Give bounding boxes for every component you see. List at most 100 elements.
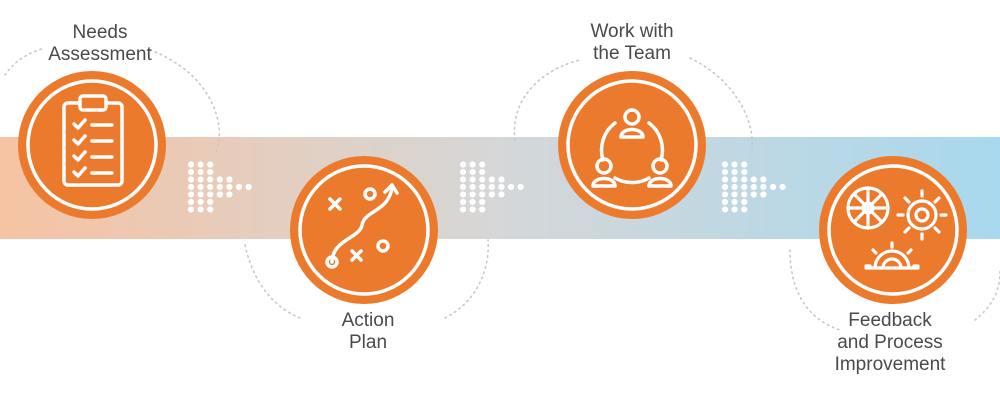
arrow-dot (731, 183, 738, 191)
arrow-dot (741, 198, 748, 206)
arrow-dot (197, 168, 204, 176)
step-circle-action-plan (290, 156, 438, 304)
team-cycle-icon (591, 108, 673, 188)
arrow-dot (721, 191, 729, 198)
arrow-dot (721, 198, 729, 206)
step-label-line: the Team (593, 43, 671, 64)
arrow-dot (721, 176, 729, 183)
dotted-arc-1 (149, 49, 220, 156)
arrow-dot (488, 176, 495, 183)
arrow-dot (207, 161, 214, 168)
arrow-dot (207, 183, 214, 191)
gears-process-icon (846, 186, 948, 270)
arrow-dot (741, 176, 748, 183)
arrow-dot (245, 183, 252, 191)
arrow-dot (216, 176, 223, 183)
step-label-line: Improvement (834, 354, 946, 375)
arrow-dot (459, 168, 467, 176)
dot-arrows (187, 161, 786, 213)
arrow-dot (197, 183, 204, 191)
arrow-dot (731, 176, 738, 183)
arrow-dot (187, 198, 195, 206)
arrow-dot (235, 183, 243, 191)
arrow-dot (760, 183, 767, 191)
arrow-dot (741, 183, 748, 191)
arrow-dot (187, 206, 195, 213)
arrow-dot (207, 206, 214, 213)
arrow-dot (187, 168, 195, 176)
step-label-line: Feedback (848, 310, 932, 331)
step-label-action-plan: Action Plan (288, 310, 448, 354)
step-circle-needs-assessment (18, 71, 166, 219)
arrow-dot (197, 161, 204, 168)
arrow-dot (760, 191, 767, 198)
arrow-dot (479, 176, 486, 183)
arrow-dot (207, 198, 214, 206)
arrow-dot (721, 206, 729, 213)
arrow-dot (459, 191, 467, 198)
dotted-arc-2 (244, 244, 301, 319)
step-label-work-with-team: Work with the Team (552, 21, 712, 65)
arrow-dot (459, 183, 467, 191)
dotted-arc-3b (689, 57, 754, 151)
arrow-dot (207, 168, 214, 176)
arrow-dot (197, 198, 204, 206)
arrow-dot (187, 191, 195, 198)
step-label-line: Plan (348, 332, 388, 353)
clipboard-checklist-icon (62, 94, 124, 187)
step-circle-work-with-team (558, 71, 706, 219)
arrow-dot (498, 183, 505, 191)
arrow-dot (741, 191, 748, 198)
dotted-arcs (4, 47, 1000, 331)
arrow-dot (731, 206, 738, 213)
arrow-dot (459, 161, 467, 168)
arrow-dot (498, 191, 505, 198)
arrow-dot (721, 161, 729, 168)
arrow-dot (731, 168, 738, 176)
dotted-arc-1b (4, 47, 46, 76)
arrow-dot (216, 191, 223, 198)
arrow-dot (216, 183, 223, 191)
arrow-dot (459, 206, 467, 213)
arrow-dot (741, 161, 748, 168)
arrow-dot (469, 198, 476, 206)
step-label-line: and Process (837, 332, 943, 353)
arrow-dot (226, 176, 233, 183)
arrow-dot (731, 198, 738, 206)
arrow-dot (479, 161, 486, 168)
arrow-dot (769, 183, 777, 191)
arrow-dot (469, 161, 476, 168)
arrow-dot (187, 183, 195, 191)
arrow-dot (741, 168, 748, 176)
arrow-dot (226, 183, 233, 191)
arrow-dot (750, 191, 757, 198)
arrow-dot (197, 176, 204, 183)
arrow-dot (187, 176, 195, 183)
arrow-dot (721, 183, 729, 191)
arrow-dot (197, 206, 204, 213)
dot-arrow-2 (459, 161, 524, 213)
arrow-dot (731, 161, 738, 168)
arrow-dot (750, 183, 757, 191)
dot-arrow-3 (721, 161, 786, 213)
step-label-needs-assessment: Needs Assessment (20, 22, 180, 66)
arrow-dot (479, 168, 486, 176)
arrow-dot (469, 206, 476, 213)
dotted-arc-4b (974, 269, 1000, 321)
strategy-play-icon (325, 183, 399, 269)
arrow-dot (488, 191, 495, 198)
step-label-feedback-improvement: Feedback and Process Improvement (805, 310, 975, 376)
dot-arrow-1 (187, 161, 252, 213)
arrow-dot (750, 176, 757, 183)
arrow-dot (469, 168, 476, 176)
dotted-arc-3 (513, 59, 581, 141)
arrow-dot (187, 161, 195, 168)
dotted-arc-4 (789, 249, 841, 331)
step-label-line: Action (341, 310, 395, 331)
arrow-dot (741, 206, 748, 213)
arrow-dot (469, 191, 476, 198)
step-label-line: Needs (72, 22, 128, 43)
step-label-line: Work with (590, 21, 674, 42)
